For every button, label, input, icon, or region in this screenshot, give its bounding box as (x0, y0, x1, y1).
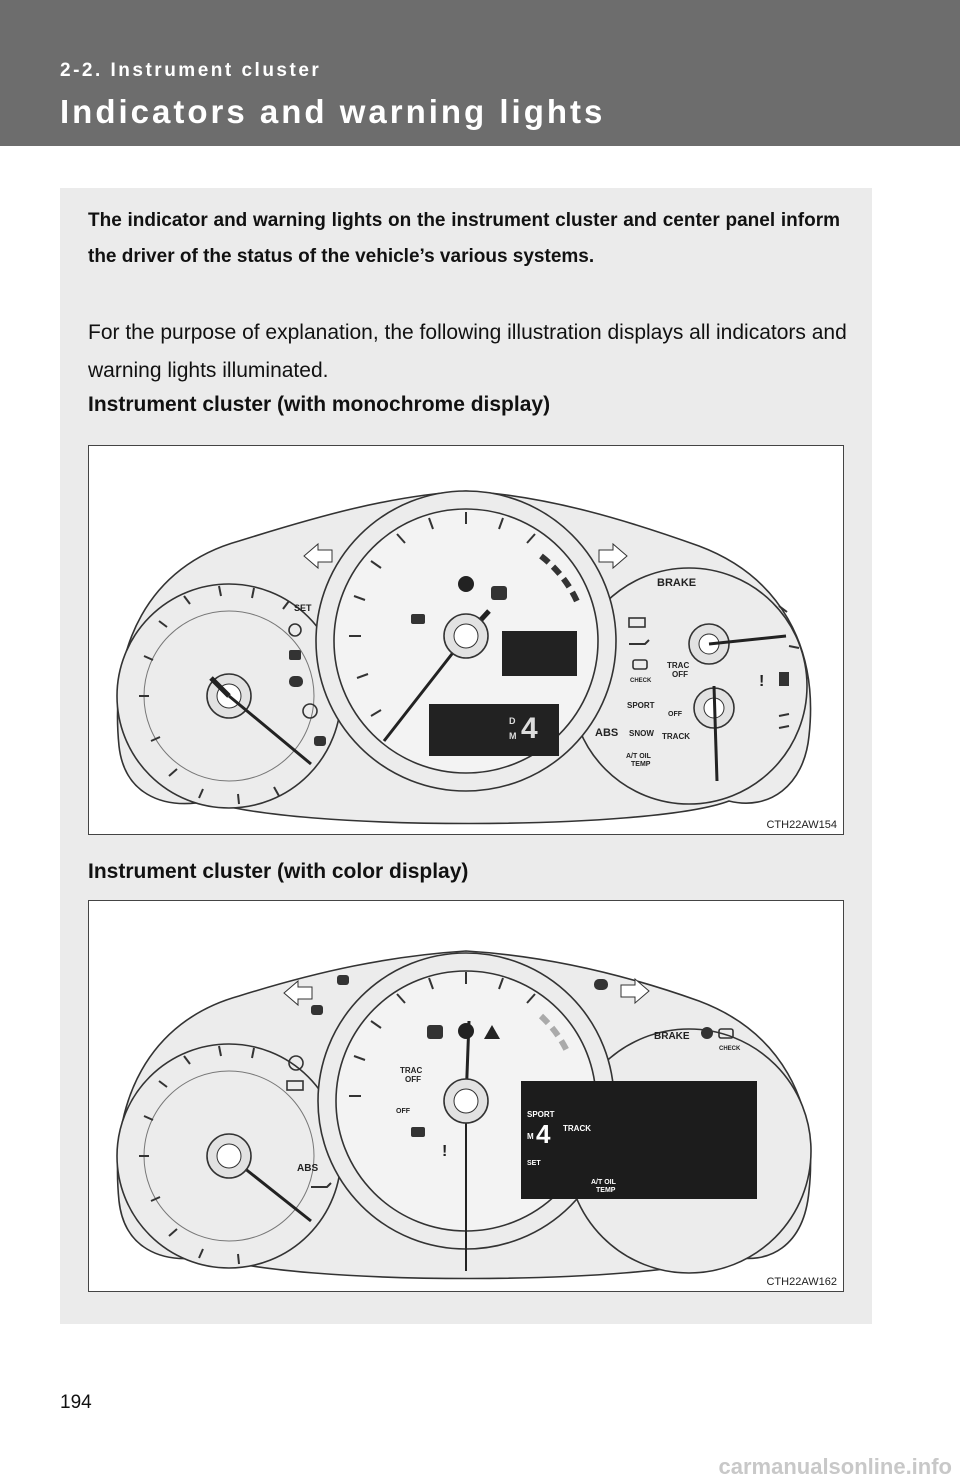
trac-label: TRAC (400, 1066, 422, 1075)
oil-pressure-icon (311, 1182, 332, 1188)
stability-icon (427, 1025, 443, 1039)
check-label: CHECK (630, 678, 652, 684)
check-engine-icon (632, 659, 648, 670)
section-label: 2-2. Instrument cluster (60, 60, 322, 81)
turn-right-arrow-icon (620, 977, 650, 1005)
master-warning-icon (484, 1025, 500, 1039)
headlight-icon (289, 676, 303, 687)
figure-monochrome-cluster: 4 D M SET BRAKE CHECK TRAC OFF SPORT OFF… (88, 445, 844, 835)
fog-light-icon (314, 736, 326, 746)
turn-left-arrow-icon (303, 542, 333, 570)
trac-off-label: OFF (672, 670, 688, 679)
security-icon (411, 614, 425, 624)
at-oil-temp-label: TEMP (596, 1187, 616, 1194)
watermark: carmanualsonline.info (718, 1454, 953, 1479)
left-gauge-ticks (139, 585, 290, 805)
track-label: TRACK (563, 1124, 591, 1133)
abs-label: ABS (595, 727, 618, 739)
gear-m: M (509, 731, 517, 741)
center-gauge-ticks (349, 512, 536, 717)
trac-label: TRAC (667, 661, 689, 670)
vsc-off-label: OFF (396, 1108, 411, 1115)
oil-pressure-icon (629, 639, 650, 645)
intro-paragraph: The indicator and warning lights on the … (88, 210, 840, 267)
rear-fog-light-icon (337, 975, 349, 985)
gear-m: M (527, 1132, 534, 1141)
figure-2-heading: Instrument cluster (with color display) (88, 860, 469, 883)
master-warning-label: ! (759, 673, 764, 690)
figure-code: CTH22AW162 (766, 1276, 837, 1288)
cluster-illustration-color: SPORT 4 M TRACK SET A/T OIL TEMP TRAC OF… (116, 950, 812, 1280)
gear-digit: 4 (536, 1119, 551, 1149)
check-label: CHECK (719, 1046, 741, 1052)
figure-1-heading: Instrument cluster (with monochrome disp… (88, 393, 551, 416)
brake-label: BRAKE (654, 1031, 690, 1042)
at-oil-label: A/T OIL (626, 753, 652, 760)
page-header: 2-2. Instrument cluster Indicators and w… (0, 0, 960, 146)
set-label: SET (527, 1160, 541, 1167)
snow-label: SNOW (629, 729, 654, 738)
color-display-screen (521, 1081, 757, 1199)
airbag-icon (701, 1027, 713, 1039)
stability-icon (491, 586, 507, 600)
at-oil-label: A/T OIL (591, 1179, 617, 1186)
brake-label: BRAKE (657, 577, 696, 589)
door-icon (289, 650, 301, 660)
fog-light-icon (311, 1005, 323, 1015)
sport-label: SPORT (627, 701, 655, 710)
gear-d: D (509, 716, 516, 726)
security-icon (411, 1127, 425, 1137)
headlight-icon (594, 979, 608, 990)
gear-digit: 4 (521, 712, 538, 745)
tire-pressure-icon (288, 1055, 304, 1071)
master-warning-label: ! (442, 1143, 447, 1160)
track-label: TRACK (662, 732, 690, 741)
cruise-icon (288, 623, 302, 637)
battery-icon (286, 1080, 304, 1091)
battery-icon (628, 617, 646, 628)
vsc-off-label: OFF (668, 711, 683, 718)
turn-right-arrow-icon (598, 542, 628, 570)
page-number: 194 (60, 1392, 92, 1413)
cluster-illustration-monochrome: 4 D M SET BRAKE CHECK TRAC OFF SPORT OFF… (116, 490, 812, 825)
trac-off-label: OFF (405, 1075, 421, 1084)
body-paragraph: For the purpose of explanation, the foll… (88, 321, 847, 382)
warning-dot-icon (458, 576, 474, 592)
check-engine-icon (718, 1028, 734, 1039)
fuel-icon (779, 672, 789, 686)
page-title: Indicators and warning lights (60, 93, 606, 130)
tire-pressure-icon (302, 703, 318, 719)
set-label: SET (294, 603, 312, 613)
figure-code: CTH22AW154 (766, 819, 837, 831)
figure-color-cluster: SPORT 4 M TRACK SET A/T OIL TEMP TRAC OF… (88, 900, 844, 1292)
warning-dot-icon (458, 1023, 474, 1039)
at-oil-temp-label: TEMP (631, 761, 651, 768)
sport-label: SPORT (527, 1110, 555, 1119)
turn-left-arrow-icon (283, 979, 313, 1007)
abs-label: ABS (297, 1163, 318, 1174)
